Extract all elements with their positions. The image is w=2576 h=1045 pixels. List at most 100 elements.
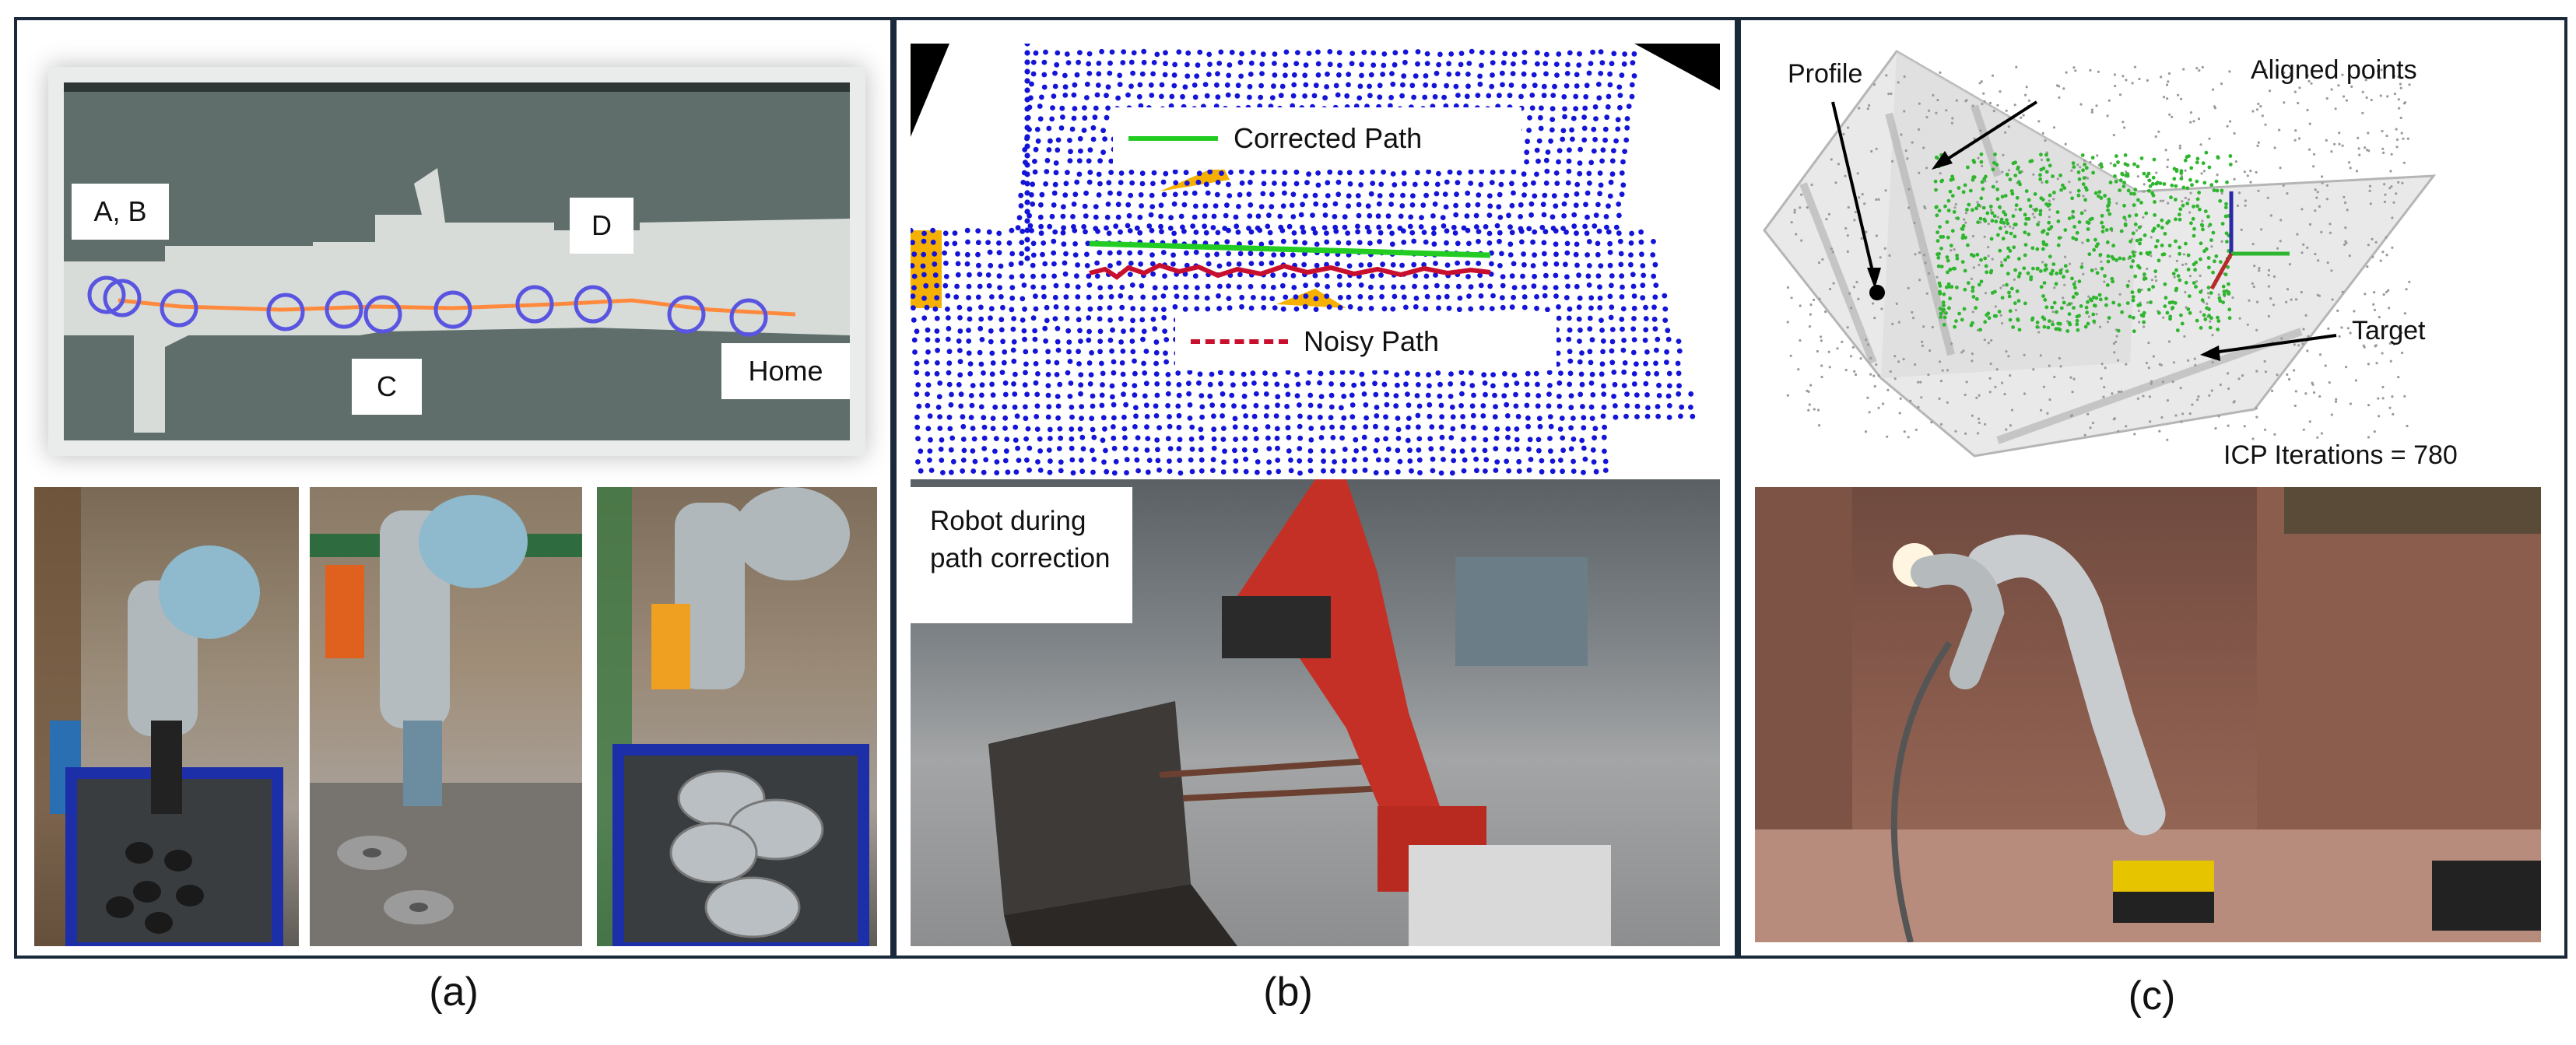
point-cloud-dot [1234,223,1240,230]
point-cloud-dot [967,316,973,322]
point-cloud-dot [966,328,971,333]
point-cloud-dot [1455,240,1461,247]
aligned-dot [2045,232,2050,236]
point-cloud-dot [1024,457,1030,463]
aligned-dot [2214,179,2219,184]
mesh-dot [2330,413,2333,416]
point-cloud-dot [1197,49,1203,55]
point-cloud-dot [1132,383,1138,388]
mesh-dot [1982,92,1985,95]
point-cloud-dot [1466,61,1472,66]
point-cloud-dot [1211,213,1217,219]
mesh-dot [1979,129,1982,132]
point-cloud-dot [1054,372,1060,377]
point-cloud-dot [1415,170,1420,176]
point-cloud-dot [964,251,970,258]
aligned-dot [2151,285,2155,289]
point-cloud-dot [997,285,1002,290]
point-cloud-dot [1613,138,1619,144]
point-cloud-dot [1436,294,1441,300]
point-cloud-dot [1434,181,1441,188]
mesh-dot [2193,357,2196,360]
mesh-dot [2367,132,2370,135]
point-cloud-dot [1165,403,1170,409]
mesh-dot [1893,355,1897,358]
mesh-dot [2336,309,2339,312]
mesh-dot [1939,360,1942,363]
point-cloud-dot [1215,94,1221,100]
point-cloud-dot [1215,180,1221,185]
point-cloud-dot [1631,51,1637,57]
mesh-dot [1918,251,1921,254]
point-cloud-dot [1051,261,1057,267]
point-cloud-dot [1206,261,1212,267]
point-cloud-dot [1346,193,1352,199]
point-cloud-dot [1217,283,1223,289]
point-cloud-dot [1466,240,1472,247]
mesh-dot [1820,375,1823,379]
point-cloud-dot [1076,59,1081,65]
mesh-dot [2037,120,2041,123]
aligned-dot [2157,223,2160,228]
point-cloud-dot [1384,425,1390,431]
mesh-dot [2128,279,2131,283]
point-cloud-dot [1367,212,1373,219]
point-cloud-dot [1033,146,1039,153]
aligned-dot [2093,303,2097,308]
point-cloud-dot [1011,358,1017,364]
point-cloud-dot [1602,137,1608,143]
point-cloud-dot [1251,380,1257,386]
aligned-dot [1979,279,1984,284]
point-cloud-dot [1568,425,1574,431]
mesh-dot [1850,307,1853,310]
point-cloud-dot [1139,71,1146,77]
point-cloud-dot [1095,229,1100,234]
point-cloud-dot [1089,416,1095,422]
mesh-dot [1854,210,1858,214]
mesh-dot [1897,321,1900,324]
point-cloud-dot [1070,470,1076,476]
mesh-dot [2020,116,2023,119]
point-cloud-dot [1023,370,1028,376]
mesh-dot [1999,90,2002,93]
mesh-dot [2009,374,2012,377]
aligned-dot [2048,193,2052,198]
point-cloud-dot [977,272,983,277]
point-cloud-dot [989,294,995,300]
point-cloud-dot [1388,192,1395,198]
point-cloud-dot [1313,82,1319,89]
point-cloud-dot [1564,71,1571,76]
aligned-dot [2079,304,2083,308]
aligned-dot [2114,258,2118,262]
point-cloud-dot [1293,181,1300,187]
point-cloud-dot [1567,327,1573,333]
point-cloud-dot [1438,402,1444,409]
point-cloud-dot [1437,393,1443,399]
point-cloud-dot [1556,51,1562,57]
point-cloud-dot [1102,136,1107,142]
aligned-dot [1948,268,1952,272]
aligned-dot [2018,207,2023,212]
point-cloud-dot [1020,273,1025,279]
point-cloud-dot [1034,403,1041,409]
point-cloud-dot [1077,328,1083,334]
point-cloud-dot [1676,383,1682,389]
mesh-dot [1873,384,1876,388]
point-cloud-dot [1375,213,1381,219]
point-cloud-dot [1631,371,1637,377]
point-cloud-dot [1176,446,1182,452]
aligned-dot [2074,291,2078,296]
point-cloud-dot [1320,425,1325,431]
aligned-dot [1939,246,1943,251]
mesh-dot [2072,66,2076,69]
mesh-dot [2089,68,2092,72]
aligned-dot [2027,232,2031,237]
mesh-dot [2002,284,2005,287]
point-cloud-dot [1494,223,1500,229]
point-cloud-dot [1558,458,1563,463]
point-cloud-dot [1563,192,1570,198]
point-cloud-dot [1566,315,1572,321]
aligned-dot [2024,189,2029,194]
point-cloud-dot [1573,93,1579,100]
point-cloud-dot [915,436,921,442]
